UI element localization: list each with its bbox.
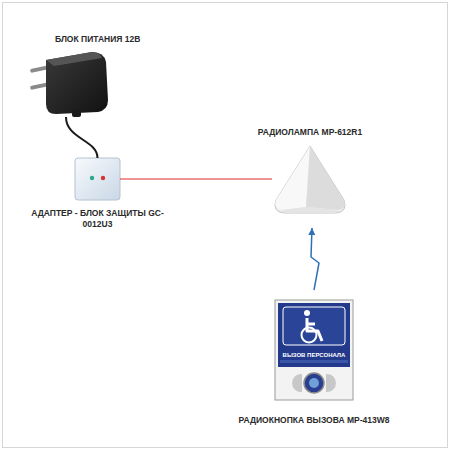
wire-connector [120,179,272,180]
led [101,176,105,180]
sign-border [283,307,345,345]
radio-lamp: РАДИОЛАМПА МР-612R1 [272,143,348,228]
plug-top [46,52,102,66]
sign-strip [280,360,348,363]
plug-body [46,52,108,114]
lamp-base [282,207,338,213]
power-plug [30,52,108,117]
lamp-face [275,146,310,210]
push-button [309,378,319,388]
radio-lamp [275,146,345,213]
radio-connector [311,228,319,290]
wheelchair-icon [304,310,310,316]
button-wing [326,374,336,392]
radio-button: РАДИОКНОПКА ВЫЗОВА МР-413W8ВЫЗОВ ПЕРСОНА… [275,290,353,402]
wheelchair-icon [302,328,317,343]
node-label: АДАПТЕР - БЛОК ЗАЩИТЫ GC-0012U3 [28,208,168,230]
adapter-device [75,158,120,200]
cable-connector [66,117,98,158]
adapter-body [75,158,120,200]
call-button [275,300,353,400]
sign-area [278,303,350,367]
led [90,176,94,180]
button-panel [275,300,353,400]
node-label: РАДИОКНОПКА ВЫЗОВА МР-413W8 [224,415,404,426]
power-supply: БЛОК ПИТАНИЯ 12В [30,50,110,117]
strain-relief [72,110,81,117]
button-wing [292,374,302,392]
adapter-box: АДАПТЕР - БЛОК ЗАЩИТЫ GC-0012U3 [75,158,120,200]
arrow-head [308,228,315,235]
button-caption: ВЫЗОВ ПЕРСОНАЛА [275,352,353,359]
frame [3,3,448,448]
lamp-face [306,146,345,210]
node-label: БЛОК ПИТАНИЯ 12В [55,34,185,45]
push-button [304,373,324,393]
lamp-body [275,146,345,213]
node-label: РАДИОЛАМПА МР-612R1 [230,127,390,138]
